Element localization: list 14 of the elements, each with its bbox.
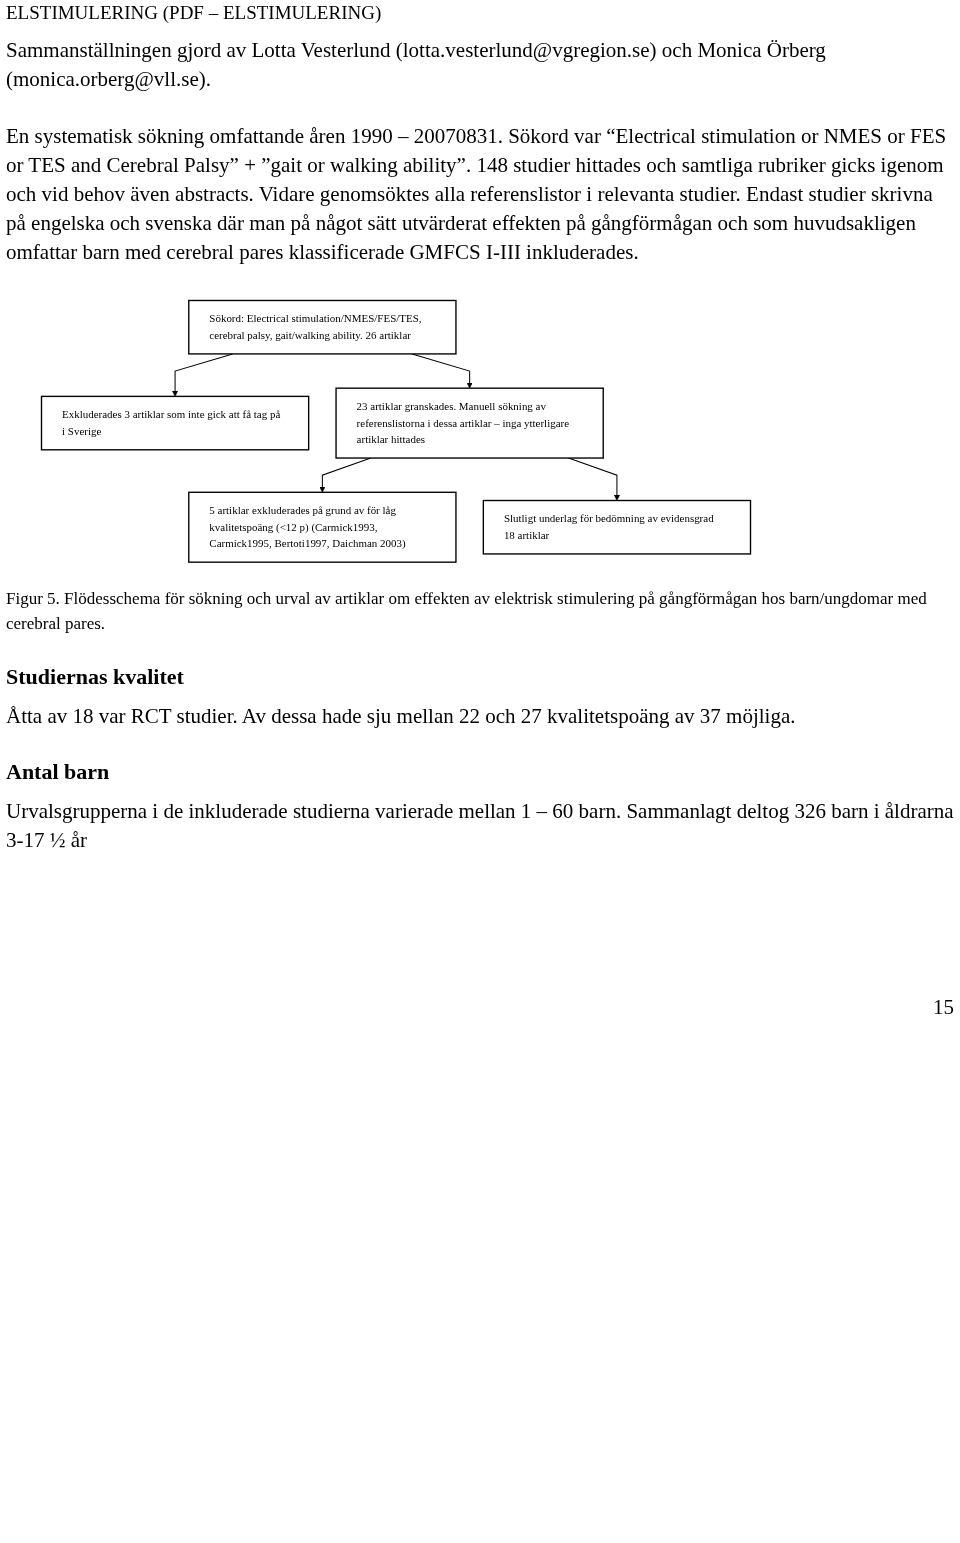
figure-caption: Figur 5. Flödesschema för sökning och urval av artiklar om effekten av elektrisk stimulering på gångförmågan hos barn/ungdomar med cerebral pares. xyxy=(6,587,928,635)
node-box: Sökord: Electrical stimulation/NMES/FES/TES, cerebral palsy, gait/walking ability. 26 artiklar xyxy=(188,299,457,355)
section-heading: Studiernas kvalitet xyxy=(6,663,185,690)
paragraph: Åtta av 18 var RCT studier. Av dessa hade sju mellan 22 och 27 kvalitetspoäng av 37 möjliga. xyxy=(6,702,797,730)
section-heading: Antal barn xyxy=(6,758,111,785)
node-box: 5 artiklar exkluderades på grund av för låg kvalitetspoäng (<12 p) (Carmick1993, Carmick1995, Bertoti1997, Daichman 2003) xyxy=(188,491,457,563)
paragraph: Urvalsgrupperna i de inkluderade studierna varierade mellan 1 – 60 barn. Sammanlagt deltog 326 barn i åldrarna 3-17 ½ år xyxy=(6,797,954,854)
paragraph: Sammanställningen gjord av Lotta Vesterlund (lotta.vesterlund@vgregion.se) och Monica Örberg (monica.orberg@vll.se). xyxy=(6,37,827,93)
page-number: 15 xyxy=(932,994,954,1020)
node-box: 23 artiklar granskades. Manuell sökning av referenslistorna i dessa artiklar – inga ytterligare artiklar hittades xyxy=(335,387,604,459)
paragraph: En systematisk sökning omfattande åren 1990 – 20070831. Sökord var “Electrical stimulation or NMES or FES or TES and Cerebral Palsy” + ”gait or walking ability”. 148 studier hittades och samtliga rubriker gicks igenom och vid behov även abstracts. Vidare genomsöktes alla referenslistor i relevanta studier. Endast studier skrivna på engelska och svenska där man på något sätt utvärderat effekten på gångförmågan och som huvudsakligen omfattar barn med cerebral pares klassificerade GMFCS I-III inkluderades. xyxy=(6,123,948,266)
page-heading: ELSTIMULERING (PDF – ELSTIMULERING) xyxy=(6,2,383,24)
node-box: Slutligt underlag för bedömning av evidensgrad 18 artiklar xyxy=(482,499,752,555)
node-box: Exkluderades 3 artiklar som inte gick att få tag på i Sverige xyxy=(40,395,310,451)
